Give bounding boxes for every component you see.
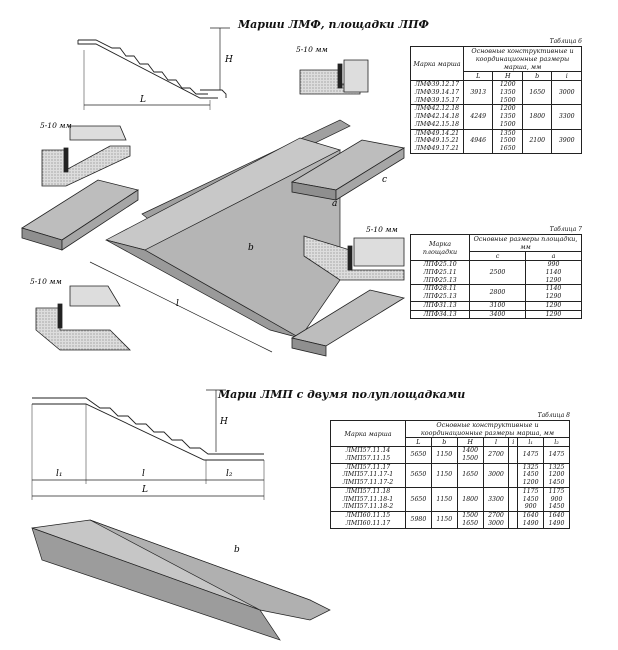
table8-caption: Таблица 8 <box>537 412 570 419</box>
table6-h-mark: Марка марша <box>410 46 464 81</box>
table7-h-dims: Основные размеры площадки, мм <box>469 234 582 252</box>
table8-col-b: b <box>430 437 458 447</box>
table8-col-H: H <box>456 437 484 447</box>
landing-slab-bottom <box>290 289 406 357</box>
dim-l1: l₁ <box>56 469 63 479</box>
dim-l: l <box>176 299 179 309</box>
section-title-lmp: Марш ЛМП с двумя полуплощадками <box>218 388 466 401</box>
table6-col-H: H <box>492 71 523 81</box>
table6-col-b: b <box>521 71 553 81</box>
gap-label-4: 5-10 мм <box>30 277 62 286</box>
table6: Марка марша Основные конструктивные и ко… <box>410 46 582 154</box>
dim-l-2: l <box>142 469 145 479</box>
table6-col-L: L <box>462 71 494 81</box>
table6-col-i: i <box>551 71 582 81</box>
joint-detail-2 <box>41 125 131 187</box>
table6-h-dims: Основные конструктивные и координационны… <box>463 46 582 72</box>
table8-col-L: L <box>405 437 432 447</box>
table8: Марка марша Основные конструктивные и ко… <box>330 420 570 529</box>
dim-l2: l₂ <box>226 469 233 479</box>
table7-col-c: c <box>469 251 526 261</box>
joint-detail-1 <box>299 59 369 95</box>
gap-label-3: 5-10 мм <box>366 225 398 234</box>
joint-detail-3 <box>303 235 405 281</box>
dim-b-2: b <box>234 545 240 555</box>
dim-a: a <box>332 199 337 209</box>
dim-L-2: L <box>141 485 148 495</box>
landing-slab-right <box>290 139 406 201</box>
table7: Марка площадки Основные размеры площадки… <box>410 234 582 320</box>
dim-b-1: b <box>248 243 254 253</box>
table7-h-mark: Марка площадки <box>410 234 470 261</box>
stair-flight-iso <box>105 119 351 339</box>
table8-col-i: i <box>508 437 519 447</box>
flight-profile-lmf <box>77 39 227 99</box>
dim-H-2: H <box>219 417 228 427</box>
section-title-lmf: Марши ЛМФ, площадки ЛПФ <box>238 18 429 31</box>
table-row: ЛПФ34.13 3400 1290 <box>410 309 582 320</box>
table-row: ЛПФ31.13 3100 1290 <box>410 300 582 311</box>
gap-label-1: 5-10 мм <box>296 45 328 54</box>
table8-col-l2: l₂ <box>543 437 570 447</box>
table7-caption: Таблица 7 <box>549 226 582 233</box>
table7-col-a: a <box>525 251 582 261</box>
stair-flight-lmp-iso <box>31 519 331 641</box>
gap-label-2: 5-10 мм <box>40 121 72 130</box>
table8-h-mark: Марка марша <box>330 420 406 447</box>
table8-col-l: l <box>482 437 510 447</box>
flight-profile-lmp <box>32 397 264 461</box>
dim-L: L <box>139 95 146 105</box>
dim-H: H <box>224 55 233 65</box>
landing-slab-top <box>21 179 139 251</box>
dim-c: c <box>382 175 387 185</box>
table6-caption: Таблица 6 <box>549 38 582 45</box>
table8-col-l1: l₁ <box>517 437 545 447</box>
joint-detail-4 <box>35 285 131 351</box>
table8-h-dims: Основные конструктивные и координационны… <box>405 420 570 438</box>
